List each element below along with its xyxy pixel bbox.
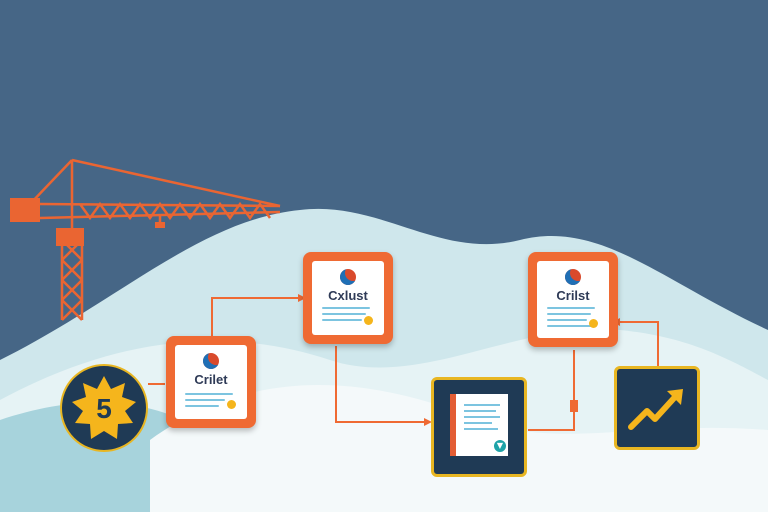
text-line bbox=[547, 307, 595, 309]
globe-logo-icon bbox=[340, 269, 356, 285]
crane-counterweight bbox=[10, 198, 40, 222]
download-badge-icon: ▼ bbox=[494, 440, 506, 452]
card-title: Crilet bbox=[194, 372, 228, 387]
seal-dot bbox=[227, 400, 236, 409]
process-card-1: Crilet bbox=[166, 336, 256, 428]
connector-doc-card3 bbox=[528, 350, 575, 431]
text-line bbox=[547, 319, 587, 321]
connector-junction bbox=[570, 400, 578, 412]
badge-number: 5 bbox=[96, 393, 112, 424]
growth-tile bbox=[614, 366, 700, 450]
connector-lines bbox=[148, 297, 659, 431]
seal-dot bbox=[589, 319, 598, 328]
connector-card2-doc bbox=[335, 346, 424, 423]
seal-dot bbox=[364, 316, 373, 325]
text-line bbox=[185, 399, 225, 401]
doc-line bbox=[464, 416, 500, 418]
text-line bbox=[547, 325, 593, 327]
card-paper: Cxlust bbox=[312, 261, 384, 335]
doc-line bbox=[464, 410, 496, 412]
crane-hook bbox=[155, 222, 165, 228]
connector-growth-card3 bbox=[620, 321, 659, 366]
globe-logo-icon bbox=[203, 353, 219, 369]
doc-line bbox=[464, 404, 500, 406]
text-line bbox=[322, 319, 362, 321]
text-line bbox=[547, 313, 591, 315]
connector-card1-card2 bbox=[211, 297, 298, 338]
doc-line bbox=[464, 428, 498, 430]
construction-crane-icon bbox=[29, 158, 281, 321]
document-icon: ▼ bbox=[450, 394, 508, 456]
document-tile: ▼ bbox=[431, 377, 527, 477]
process-card-2: Cxlust bbox=[303, 252, 393, 344]
text-line bbox=[185, 393, 233, 395]
starburst-badge-icon bbox=[60, 364, 148, 452]
card-paper: Crilet bbox=[175, 345, 247, 419]
crane-cab bbox=[56, 228, 84, 246]
text-line bbox=[322, 307, 370, 309]
card-title: Cxlust bbox=[328, 288, 368, 303]
globe-logo-icon bbox=[565, 269, 581, 285]
text-line bbox=[322, 313, 366, 315]
process-card-3: Crilst bbox=[528, 252, 618, 347]
card-title: Crilst bbox=[556, 288, 590, 303]
text-line bbox=[185, 405, 219, 407]
card-paper: Crilst bbox=[537, 261, 609, 338]
doc-line bbox=[464, 422, 492, 424]
trend-up-arrow-icon bbox=[628, 389, 683, 430]
